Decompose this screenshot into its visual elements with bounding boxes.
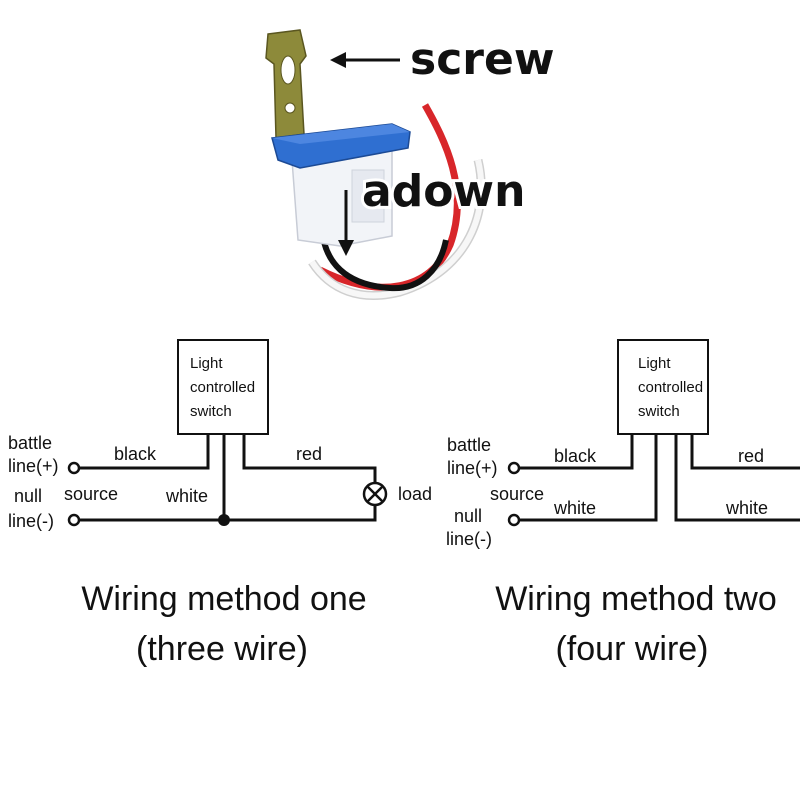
caption-one-line-1: Wiring method one	[81, 580, 366, 618]
null-line-label-1: null	[14, 486, 42, 506]
source-label-two: source	[490, 484, 544, 504]
box-one-line-2: controlled	[190, 379, 255, 396]
sensor-window	[351, 169, 385, 223]
null-wire-one	[80, 506, 377, 522]
load-label: load	[398, 484, 432, 504]
bracket-hole	[284, 102, 296, 114]
box-one-line-3: switch	[190, 403, 232, 420]
black-label: black	[114, 444, 157, 464]
caption-two-line-1: Wiring method two	[495, 580, 777, 618]
product-photo: screw adown	[265, 29, 554, 300]
battle-line-label-2: line(+)	[8, 456, 59, 476]
white-wire-left-two	[520, 434, 658, 522]
method-two-diagram: Light controlled switch battle line(+) n…	[446, 339, 800, 668]
null-line-label-2: line(-)	[8, 511, 54, 531]
black-wire-one	[80, 434, 210, 470]
caption-two-line-2: (four wire)	[555, 630, 708, 668]
box-two-line-1: Light	[638, 355, 671, 372]
source-label: source	[64, 484, 118, 504]
null-line-label-two-2: line(-)	[446, 529, 492, 549]
battle-line-label-two-1: battle	[447, 435, 491, 455]
load-lamp-icon	[362, 481, 388, 507]
screw-arrow-head	[330, 52, 346, 68]
screw-label: screw	[410, 34, 554, 85]
battle-terminal-two	[507, 461, 521, 475]
caption-one-line-2: (three wire)	[136, 630, 308, 668]
red-wire-two	[690, 434, 800, 470]
adown-arrow-head	[338, 240, 354, 256]
junction-dot	[218, 514, 230, 526]
adown-label: adown	[362, 166, 525, 217]
box-two-line-3: switch	[638, 403, 680, 420]
red-label-two: red	[738, 446, 764, 466]
white-label: white	[165, 486, 208, 506]
null-line-label-two-1: null	[454, 506, 482, 526]
adown-annotation: adown	[338, 163, 528, 256]
bracket-slot	[280, 55, 296, 85]
sensor-cap-top	[272, 124, 410, 144]
red-label: red	[296, 444, 322, 464]
null-terminal-one	[67, 513, 81, 527]
black-wire	[319, 229, 449, 292]
battle-terminal-one	[67, 461, 81, 475]
switch-box-two	[617, 339, 709, 435]
red-wire-one	[242, 434, 377, 482]
black-label-two: black	[554, 446, 597, 466]
battle-line-label-two-2: line(+)	[447, 458, 498, 478]
white-left-label-two: white	[553, 498, 596, 518]
white-wire-right-two	[674, 434, 800, 522]
battle-line-label-1: battle	[8, 433, 52, 453]
black-wire-two	[520, 434, 634, 470]
box-one-line-1: Light	[190, 355, 223, 372]
box-two-line-2: controlled	[638, 379, 703, 396]
switch-box-one	[177, 339, 269, 435]
null-terminal-two	[507, 513, 521, 527]
method-one-diagram: Light controlled switch battle line(+) n…	[8, 339, 432, 668]
white-right-label-two: white	[725, 498, 768, 518]
screw-annotation: screw	[330, 34, 554, 85]
